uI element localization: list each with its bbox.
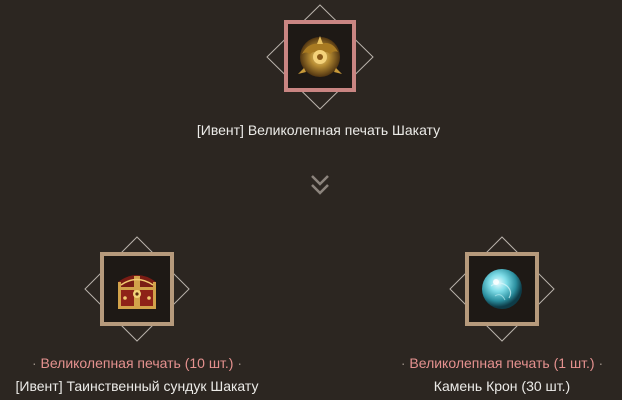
separator-dot: · — [237, 355, 243, 371]
result-item-name-kron-stone: Камень Крон (30 шт.) — [433, 378, 571, 394]
separator-dot: · — [400, 355, 406, 371]
result-grade-label-chest: · Великолепная печать (10 шт.) · — [0, 355, 274, 371]
result-item-slot-kron-stone[interactable] — [449, 236, 555, 342]
double-chevron-down-icon — [311, 175, 329, 195]
result-item-icon-box — [100, 252, 174, 326]
result-grade-text: Великолепная печать (10 шт.) — [40, 355, 234, 371]
result-grade-text: Великолепная печать (1 шт.) — [409, 355, 595, 371]
separator-dot: · — [598, 355, 604, 371]
separator-dot: · — [31, 355, 37, 371]
source-item-name: [Ивент] Великолепная печать Шакату — [196, 122, 441, 138]
kron-stone-icon — [469, 256, 535, 322]
source-item-slot[interactable] — [266, 4, 374, 110]
treasure-chest-icon — [104, 256, 170, 322]
result-item-name-chest: [Ивент] Таинственный сундук Шакату — [15, 378, 259, 394]
result-grade-label-kron-stone: · Великолепная печать (1 шт.) · — [364, 355, 622, 371]
result-item-slot-chest[interactable] — [84, 236, 190, 342]
source-item-icon-box — [284, 20, 356, 92]
result-item-icon-box — [465, 252, 539, 326]
golden-seal-icon — [288, 24, 352, 88]
